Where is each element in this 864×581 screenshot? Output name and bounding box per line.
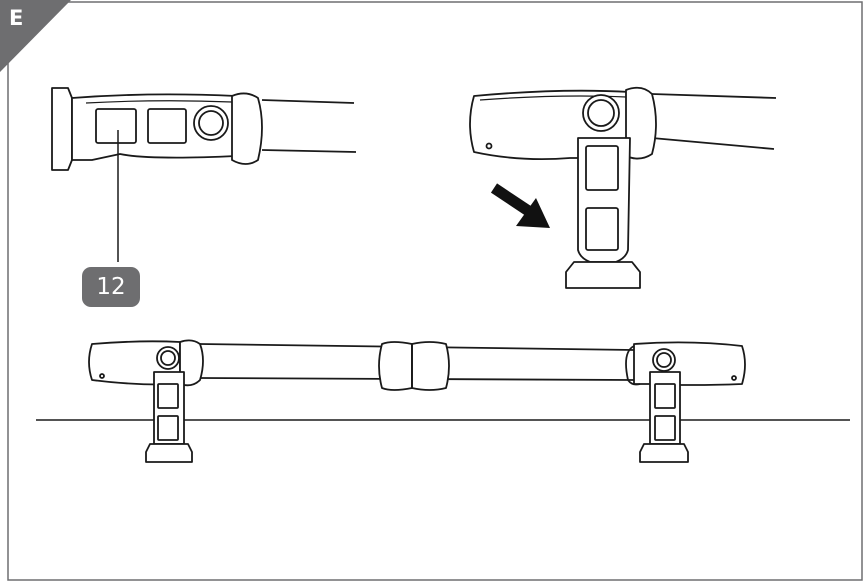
handle-unfolding-icon [469, 86, 777, 289]
corner-label: E [9, 6, 24, 30]
corner-tab [0, 0, 71, 72]
handle-folded-icon [51, 87, 357, 171]
tripod-assembled-icon [88, 339, 746, 463]
callout-label: 12 [96, 274, 126, 300]
panel-border [7, 1, 863, 581]
direction-arrow-icon [490, 183, 550, 228]
callout-badge [82, 267, 140, 307]
